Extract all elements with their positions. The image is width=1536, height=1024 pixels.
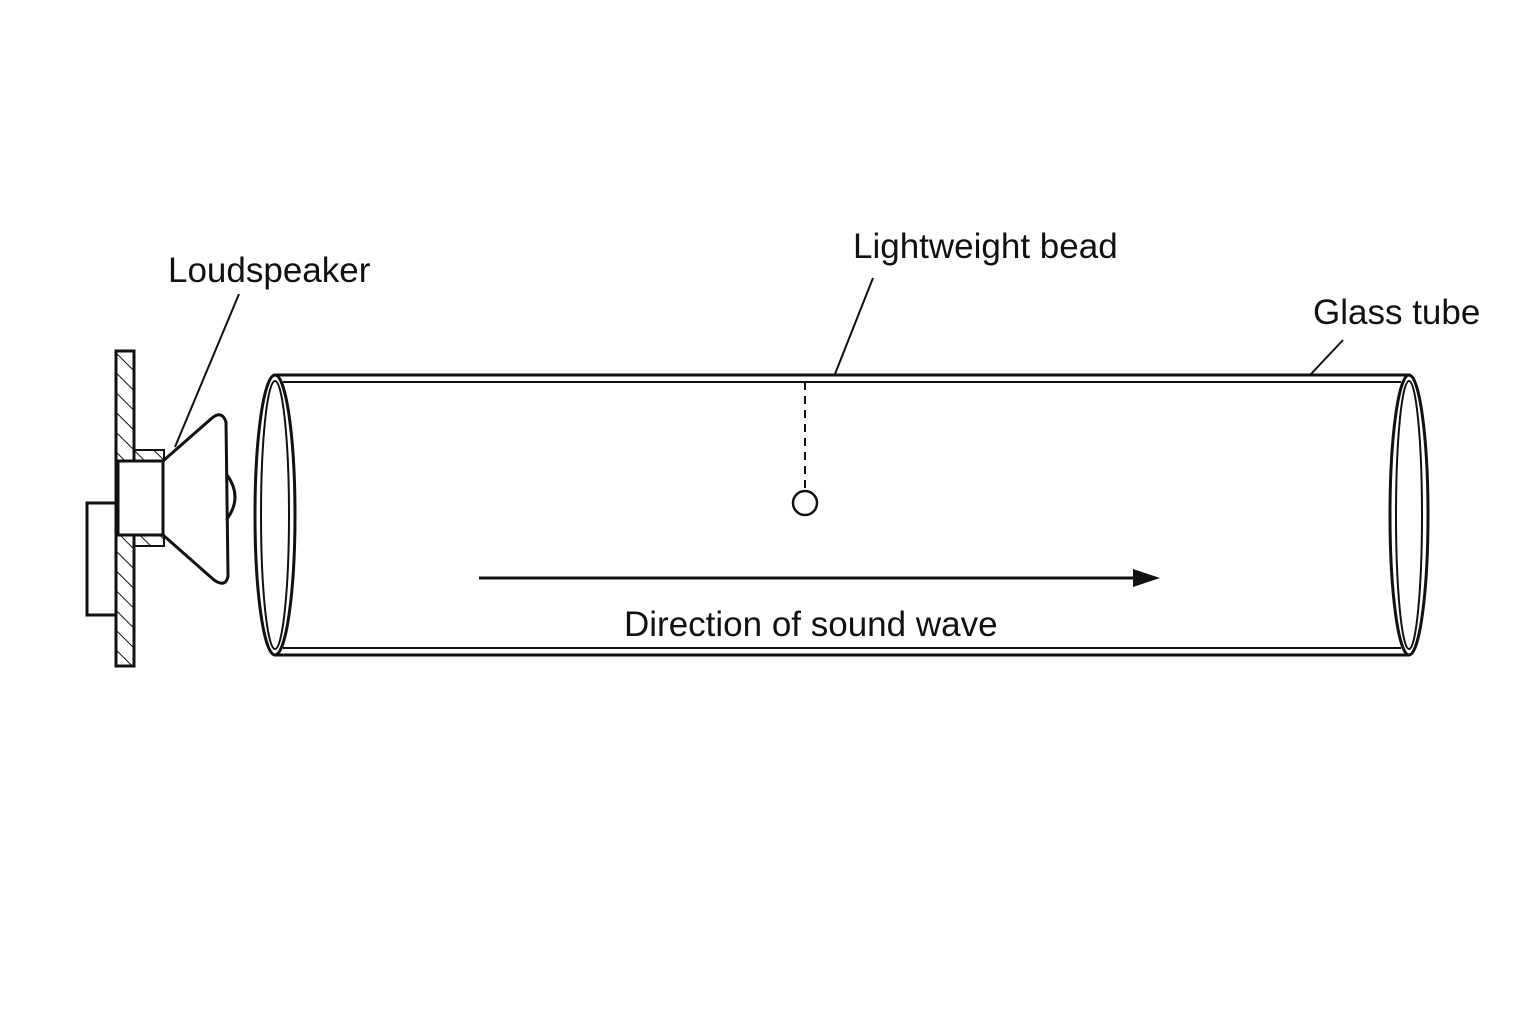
speaker-neck <box>116 459 165 537</box>
glass-tube-label: Glass tube <box>1313 293 1480 332</box>
lightweight-bead-assembly <box>791 277 874 517</box>
tube-left-end-inner <box>260 380 290 650</box>
speaker-cone <box>161 413 230 585</box>
lightweight-bead-label: Lightweight bead <box>853 227 1118 266</box>
loudspeaker-label: Loudspeaker <box>168 251 371 290</box>
glass-tube <box>253 339 1430 657</box>
tube-right-end-inner <box>1395 380 1423 650</box>
glass-tube-leader <box>1310 339 1344 375</box>
direction-arrow-head <box>1133 569 1160 587</box>
loudspeaker <box>85 293 240 668</box>
bead-leader <box>834 277 874 375</box>
speaker-neck-bottom-hatch <box>133 534 165 547</box>
speaker-dust-cap <box>225 473 237 521</box>
loudspeaker-leader <box>174 293 240 448</box>
direction-label: Direction of sound wave <box>624 605 998 644</box>
speaker-magnet <box>85 501 118 617</box>
speaker-neck-top-hatch <box>133 449 165 462</box>
lightweight-bead <box>791 489 819 517</box>
direction-arrow <box>479 569 1160 587</box>
